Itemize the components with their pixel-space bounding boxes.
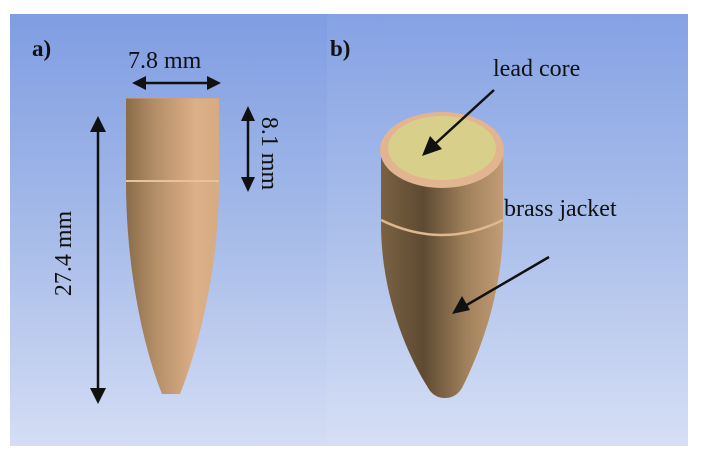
total-length-label: 27.4 mm (51, 210, 78, 297)
panel-b-label: b) (330, 36, 351, 61)
diameter-label: 7.8 mm (128, 48, 202, 74)
total-length-arrow (90, 116, 106, 404)
diameter-arrow (132, 76, 221, 90)
brass-jacket-label: brass jacket (504, 196, 617, 222)
panel-a-label: a) (32, 36, 52, 61)
cylinder-length-arrow (241, 106, 255, 192)
bullet-side-view (90, 76, 255, 404)
lead-core-label: lead core (493, 56, 581, 82)
panel-b: b) (327, 14, 688, 446)
cylinder-length-label: 8.1 mm (256, 116, 283, 191)
panel-a: a) (10, 14, 327, 446)
brass-jacket-arrow (452, 255, 550, 314)
lead-core-arrow (422, 89, 495, 156)
bullet-figure: a) (10, 14, 688, 446)
bullet-isometric-view (380, 89, 550, 398)
